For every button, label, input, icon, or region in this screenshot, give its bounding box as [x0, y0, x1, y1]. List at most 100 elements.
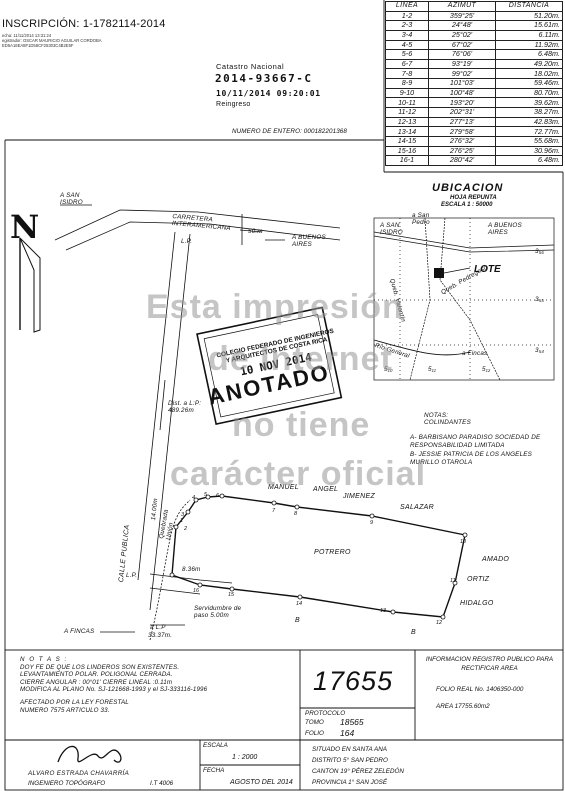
plan-lp-top: L.P.	[181, 238, 193, 245]
stamp-line-hash: ED5A16EA8F1D58CF25303C4B2E5F	[2, 43, 74, 48]
colindante-b: B- JESSIE PATRICIA DE LOS ANGELES MURILL…	[410, 451, 533, 466]
registry-area: AREA 17755.60m2	[436, 703, 490, 710]
neighbor-amado: AMADO	[482, 556, 510, 563]
plan-dist-50: 50.m	[248, 228, 263, 235]
neighbor-hidalgo: HIDALGO	[460, 600, 494, 607]
plan-dist-lp: Dist. a L:P: 489.26m	[168, 400, 202, 414]
plan-number: 17655	[313, 666, 394, 696]
survey-point-label: 14	[296, 601, 303, 607]
neighbor-angel: ANGEL	[313, 486, 339, 493]
survey-point-label: 4	[192, 495, 196, 501]
colindantes-title: NOTAS: COLINDANTES	[424, 412, 471, 426]
survey-points	[169, 493, 468, 620]
easement-strip	[149, 573, 233, 595]
tomo-value: 18565	[340, 717, 364, 727]
plan-servidumbre: Servidumbre de paso 5.00m	[194, 605, 242, 619]
survey-point-label: 3	[181, 512, 185, 518]
escala-label: ESCALA	[203, 742, 228, 749]
tomo-label: TOMO	[305, 719, 324, 726]
loc-lote: LOTE	[474, 264, 501, 275]
signer-name: ALVARO ESTRADA CHAVARRÍA	[28, 770, 130, 777]
colindante-a: A- BARBISANO PARADISO SOCIEDAD DE RESPON…	[410, 434, 541, 449]
fecha-label: FECHA	[203, 767, 225, 774]
survey-point-label: 11	[450, 578, 456, 584]
stamp-line-date: echa: 11/11/2014 13:31:24	[2, 33, 52, 38]
stamp-line-registrar: egistrador: OSCAR MAURICIO AGUILAR CORDO…	[2, 38, 102, 43]
plan-a-lp: a L.P	[150, 624, 166, 631]
loc-buenos-aires: A BUENOS AIRES	[488, 222, 522, 236]
registry-stamp: echa: 11/11/2014 13:31:24 egistrador: OS…	[2, 33, 102, 48]
situado-line-3: CANTON 19° PÉREZ ZELEDÓN	[312, 768, 404, 775]
survey-point-label: 9	[370, 520, 374, 526]
notes-title: N O T A S :	[20, 656, 68, 663]
survey-point-label: 6	[216, 493, 220, 499]
situado-line-1: SITUADO EN SANTA ANA	[312, 746, 387, 753]
survey-point-label: 7	[272, 508, 276, 514]
survey-point-label: 13	[380, 608, 387, 614]
notes-line-6: AFECTADO POR LA LEY FORESTAL	[20, 698, 129, 706]
title-block	[4, 649, 564, 791]
grid-355: 3₅₅	[535, 296, 545, 303]
location-scale: ESCALA 1 : 50000	[441, 202, 493, 208]
grid-511: 5₁₁	[428, 366, 437, 373]
neighbor-ortiz: ORTIZ	[467, 576, 490, 583]
direction-arrows	[60, 204, 285, 633]
survey-point-label: 15	[228, 592, 235, 598]
watermark-line4: carácter oficial	[170, 455, 427, 493]
escala-value: 1 : 2000	[232, 754, 258, 761]
catastro-number: 2014-93667-C	[215, 72, 313, 85]
registry-folio-real: FOLIO REAL No. 1406350-000	[436, 686, 524, 693]
loc-a-fincas: a Fincas	[462, 350, 488, 357]
loc-san-pedro: a San Pedro	[412, 212, 430, 226]
lote-pointer	[443, 267, 471, 274]
survey-point-label: 1	[180, 518, 184, 524]
fecha-value: AGOSTO DEL 2014	[230, 779, 293, 786]
plan-a-buenos-aires: A BUENOS AIRES	[292, 234, 326, 248]
public-street	[137, 231, 191, 611]
grid-512: 5₁₂	[482, 366, 491, 373]
situado-line-4: PROVINCIA 1° SAN JOSÉ	[312, 779, 388, 786]
survey-point-label: 5	[204, 492, 208, 498]
notes-line-1: DOY FE DE QUE LOS LINDEROS SON EXISTENTE…	[20, 663, 180, 671]
neighbor-manuel: MANUEL	[268, 484, 299, 491]
signature-drawing	[57, 745, 122, 763]
signer-code: I.T 4006	[150, 780, 174, 787]
location-map-lines	[373, 217, 555, 381]
notes-line-4: MODIFICA AL PLANO No. SJ-121668-1993 y e…	[20, 686, 208, 694]
notes-line-2: LEVANTAMIENTO POLAR. POLIGONAL CERRADA.	[20, 671, 173, 679]
notes-line-3: CIERRE ANGULAR : 00°01' CIERRE LINEAL :0…	[20, 678, 173, 686]
plan-lp-bottom: L.P.	[126, 572, 138, 579]
notes-block: N O T A S : DOY FE DE QUE LOS LINDEROS S…	[20, 656, 295, 714]
plan-dist-3337: 33.37m.	[148, 632, 173, 639]
lote-marker	[434, 268, 444, 278]
plan-b-right: B	[411, 629, 416, 636]
registry-title: INFORMACION REGISTRO PUBLICO PARA RECTIF…	[425, 656, 554, 672]
notes-line-7: NUMERO 7575 ARTICULO 33.	[20, 706, 110, 714]
inscription-number: INSCRIPCIÓN: 1-1782114-2014	[2, 18, 166, 30]
plan-a-fincas: A FINCAS	[64, 628, 95, 635]
watermark-line1: Esta impresión	[146, 288, 404, 326]
survey-point-label: 12	[436, 620, 443, 626]
grid-354: 3₅₄	[535, 347, 545, 354]
north-arrow	[19, 237, 41, 333]
highway-road	[54, 209, 341, 251]
grid-356: 3₅₆	[535, 248, 545, 255]
location-title: UBICACION	[432, 182, 504, 194]
protocolo-label: PROTOCOLO	[305, 710, 346, 717]
entry-number: NUMERO DE ENTERO: 000182201368	[232, 128, 347, 135]
plan-width-836: 8.36m	[182, 566, 201, 573]
survey-point-label: 2	[184, 526, 188, 532]
plan-b-left: B	[295, 617, 300, 624]
situado-block: SITUADO EN SANTA ANA DISTRITO 5° SAN PED…	[312, 744, 404, 788]
neighbor-salazar: SALAZAR	[400, 504, 434, 511]
survey-point-label: 16	[193, 588, 200, 594]
situado-line-2: DISTRITO 5° SAN PEDRO	[312, 757, 388, 764]
north-label: N	[10, 208, 40, 246]
signer-title: INGENIERO TOPÓGRAFO	[28, 780, 106, 787]
survey-point-label: 10	[460, 539, 467, 545]
catastro-datetime: 10/11/2014 09:20:01	[216, 89, 321, 98]
folio-label: FOLIO	[305, 730, 324, 737]
